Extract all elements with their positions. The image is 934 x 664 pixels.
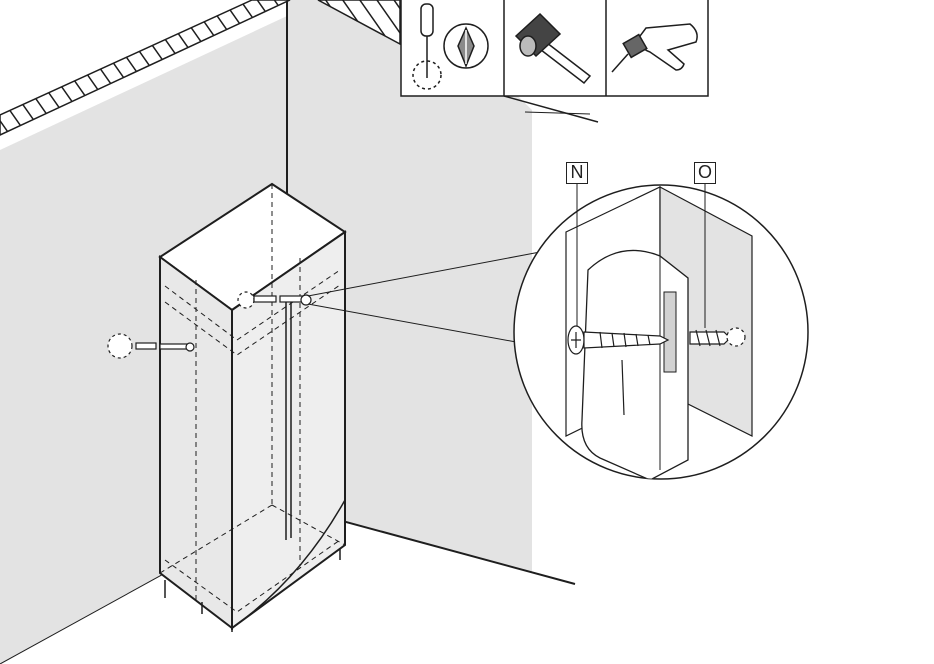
screwdriver-icon bbox=[412, 3, 489, 90]
screw-n bbox=[567, 325, 670, 355]
drill-icon bbox=[611, 23, 698, 73]
wall-plug-o bbox=[689, 327, 746, 347]
top-wall-fixing bbox=[237, 291, 312, 309]
left-wall-fixing bbox=[107, 333, 195, 359]
part-label-n: N bbox=[566, 162, 588, 184]
callout-lines bbox=[307, 251, 541, 343]
ceiling-molding bbox=[0, 0, 599, 136]
drill-hole-marker bbox=[107, 333, 133, 359]
hammer-icon bbox=[514, 12, 592, 85]
wardrobe bbox=[158, 182, 347, 632]
wardrobe-outline bbox=[158, 182, 347, 631]
hanging-rail bbox=[285, 298, 292, 540]
wardrobe-hidden-lines bbox=[159, 184, 346, 613]
tools-panel bbox=[400, 0, 709, 97]
back-wall bbox=[287, 0, 532, 572]
wardrobe-feet bbox=[164, 548, 341, 632]
detail-zoom-circle bbox=[513, 184, 809, 480]
part-label-o: O bbox=[694, 162, 716, 184]
